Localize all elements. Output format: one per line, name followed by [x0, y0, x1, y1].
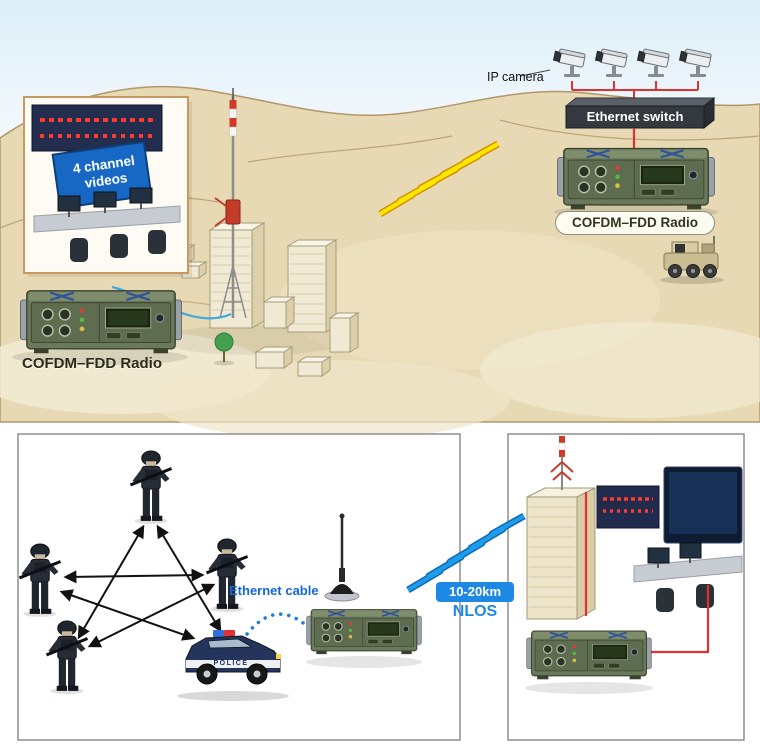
nlos-label: NLOS	[452, 603, 498, 620]
tree	[214, 332, 234, 366]
ip-cameras	[520, 48, 713, 78]
right-radio	[554, 147, 718, 219]
antenna-tower	[214, 88, 247, 319]
left-radio	[12, 289, 188, 365]
operator-desk	[33, 187, 181, 262]
hq-desk	[633, 542, 743, 612]
right-radio-label: COFDM–FDD Radio	[555, 211, 715, 235]
ethernet-switch-label: Ethernet switch	[586, 109, 684, 124]
hq-building	[526, 487, 596, 620]
red-cables	[584, 492, 710, 654]
police-car	[177, 630, 289, 701]
hq-antenna	[550, 436, 574, 490]
police-car-label: POLICE	[213, 660, 249, 667]
ethernet-cable-dotted	[245, 612, 309, 636]
vehicle-radio	[306, 608, 422, 668]
wireless-link-bolt-blue	[406, 512, 526, 594]
left-radio-label: COFDM–FDD Radio	[22, 355, 162, 372]
wireless-link-bolt-yellow	[378, 140, 500, 218]
distance-badge: 10-20km	[436, 582, 514, 602]
hq-radio	[525, 629, 653, 694]
mesh-arrows	[59, 524, 222, 648]
vehicle-antenna	[324, 513, 360, 602]
camera-cable-bracket	[571, 81, 699, 100]
ethernet-cable-label: Ethernet cable	[229, 583, 319, 598]
hq-displays	[596, 466, 743, 544]
control-room-inset	[23, 96, 192, 277]
ethernet-switch	[564, 96, 716, 130]
ip-camera-label: IP camera	[487, 70, 544, 84]
surveillance-robot	[660, 236, 724, 284]
